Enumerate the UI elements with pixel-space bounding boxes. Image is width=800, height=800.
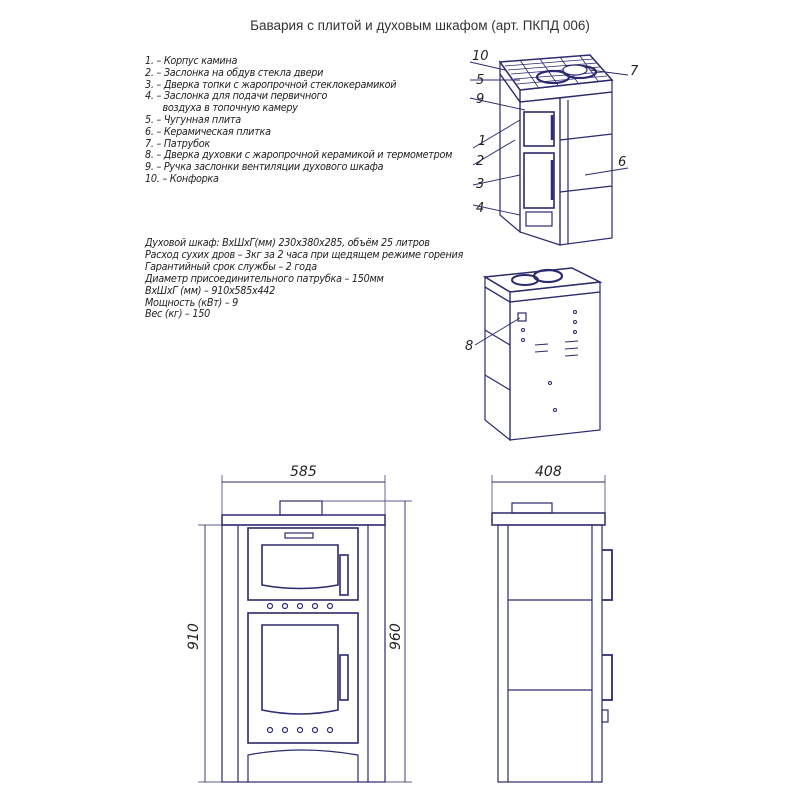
dim-height-total: 960 bbox=[388, 623, 404, 650]
parts-list-item: воздуха в топочную камеру bbox=[162, 102, 298, 115]
isometric-back-view bbox=[482, 267, 603, 442]
specifications: Духовой шкаф: ВхШхГ(мм) 230х380х285, объ… bbox=[145, 237, 464, 321]
callout-8: 8 bbox=[465, 339, 473, 354]
spec-line: Духовой шкаф: ВхШхГ(мм) 230х380х285, объ… bbox=[145, 237, 430, 249]
spec-line: Расход сухих дров – 3кг за 2 часа при ще… bbox=[145, 248, 464, 261]
dim-width: 585 bbox=[290, 464, 317, 480]
parts-list-item: 7. – Патрубок bbox=[145, 137, 210, 150]
parts-list-item: 5. – Чугунная плита bbox=[145, 113, 241, 126]
spec-line: Вес (кг) – 150 bbox=[145, 308, 210, 321]
parts-list-item: 6. – Керамическая плитка bbox=[145, 125, 271, 138]
dim-depth: 408 bbox=[535, 464, 562, 480]
vent-holes bbox=[521, 310, 579, 412]
parts-list-item: 2. – Заслонка на обдув стекла двери bbox=[145, 66, 324, 79]
spec-line: Мощность (кВт) – 9 bbox=[145, 296, 239, 309]
control-knobs bbox=[266, 602, 334, 610]
parts-list-item: 8. – Дверка духовки с жаропрочной керами… bbox=[145, 149, 453, 162]
parts-list-item: 9. – Ручка заслонки вентиляции духового … bbox=[145, 161, 384, 174]
parts-list: 1. – Корпус камина 2. – Заслонка на обду… bbox=[145, 55, 453, 186]
callout-10: 10 bbox=[472, 49, 489, 64]
callout-7: 7 bbox=[630, 64, 639, 79]
callout-2: 2 bbox=[476, 154, 484, 169]
parts-list-item: 10. – Конфорка bbox=[145, 172, 219, 185]
callout-3: 3 bbox=[476, 177, 484, 192]
spec-line: Диаметр присоединительного патрубка – 15… bbox=[145, 272, 384, 285]
callout-9: 9 bbox=[476, 92, 484, 107]
dimension-labels: 585 408 910 960 bbox=[186, 464, 562, 650]
callout-6: 6 bbox=[618, 155, 626, 170]
parts-list-item: 1. – Корпус камина bbox=[145, 55, 238, 67]
spec-line: ВхШхГ (мм) – 910х585х442 bbox=[145, 284, 276, 297]
front-elevation bbox=[198, 475, 412, 783]
parts-list-item: 4. – Заслонка для подачи первичного bbox=[145, 90, 328, 103]
side-elevation bbox=[491, 475, 613, 783]
isometric-front-view bbox=[498, 54, 614, 246]
dim-height-body: 910 bbox=[186, 623, 202, 650]
spec-line: Гарантийный срок службы – 2 года bbox=[145, 260, 317, 273]
callout-5: 5 bbox=[476, 73, 484, 88]
drawing-title: Бавария с плитой и духовым шкафом (арт. … bbox=[250, 18, 590, 33]
parts-list-item: 3. – Дверка топки с жаропрочной стеклоке… bbox=[145, 78, 397, 91]
callout-4: 4 bbox=[476, 201, 484, 216]
callout-leaders bbox=[469, 61, 629, 346]
callout-numbers: 10 5 9 1 2 3 4 7 6 8 bbox=[465, 49, 639, 354]
callout-1: 1 bbox=[478, 134, 486, 149]
